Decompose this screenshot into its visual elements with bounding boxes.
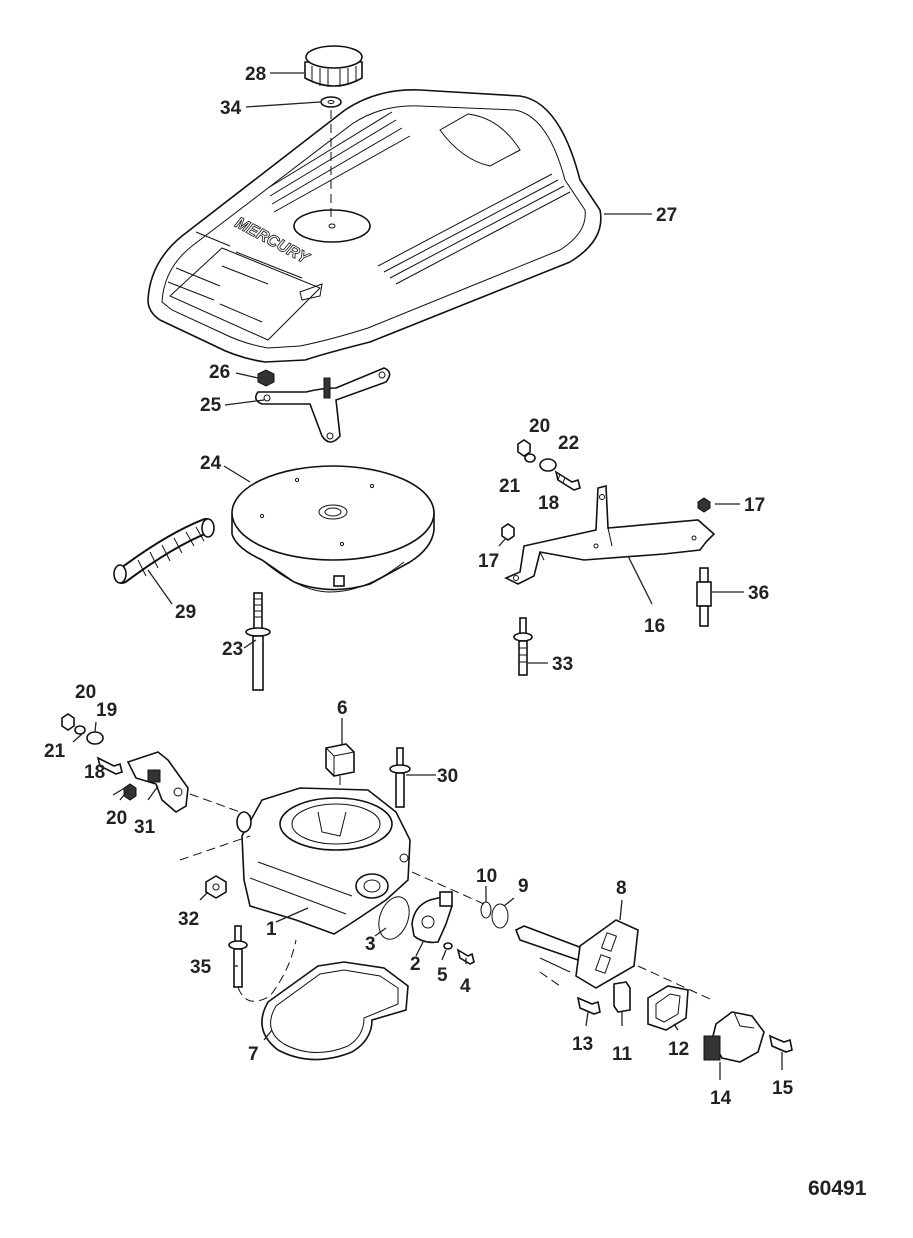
part-21-washer-upper bbox=[524, 453, 536, 463]
part-8-iac-body bbox=[514, 919, 639, 989]
part-4-screw bbox=[456, 948, 475, 965]
part-13-screw bbox=[576, 996, 601, 1015]
callout-17-right: 17 bbox=[744, 495, 765, 516]
part-23-stud bbox=[245, 592, 271, 691]
callout-20-lower: 20 bbox=[106, 808, 127, 829]
callout-23: 23 bbox=[222, 639, 243, 660]
part-2-position-sensor bbox=[411, 891, 453, 944]
callout-5: 5 bbox=[437, 965, 448, 986]
part-17-nut-left bbox=[501, 523, 515, 541]
leader-lines bbox=[72, 72, 783, 1080]
part-10-o-ring bbox=[480, 901, 492, 919]
callout-8: 8 bbox=[616, 878, 627, 899]
callout-21-upper: 21 bbox=[499, 476, 521, 497]
callout-4: 4 bbox=[460, 976, 471, 997]
callout-6: 6 bbox=[337, 698, 348, 719]
callout-30: 30 bbox=[437, 766, 458, 787]
callout-25: 25 bbox=[200, 395, 222, 416]
part-18-bolt-upper bbox=[554, 470, 581, 491]
callout-24: 24 bbox=[200, 453, 222, 474]
callout-18-left: 18 bbox=[84, 762, 105, 783]
callout-36: 36 bbox=[748, 583, 769, 604]
part-16-bracket bbox=[504, 484, 716, 585]
callout-19: 19 bbox=[96, 700, 117, 721]
callout-21-left: 21 bbox=[44, 741, 66, 762]
reference-number: 60491 bbox=[808, 1177, 867, 1200]
callout-27: 27 bbox=[656, 205, 677, 226]
part-29-hose bbox=[113, 518, 215, 584]
part-26-nut bbox=[257, 369, 275, 387]
part-24-air-cleaner bbox=[231, 465, 435, 593]
part-3-plate bbox=[378, 896, 410, 940]
part-7-gasket bbox=[261, 961, 409, 1061]
callout-labels: 28 34 27 26 25 24 29 23 20 22 21 18 17 1… bbox=[44, 64, 794, 1109]
callout-29: 29 bbox=[175, 602, 196, 623]
part-5-washer bbox=[443, 942, 453, 950]
callout-20-left: 20 bbox=[75, 682, 96, 703]
part-11-block bbox=[613, 981, 631, 1013]
part-14-actuator bbox=[703, 1011, 765, 1063]
part-27-engine-cover: MERCURY bbox=[147, 89, 602, 363]
callout-26: 26 bbox=[209, 362, 230, 383]
callout-28: 28 bbox=[245, 64, 266, 85]
callout-11: 11 bbox=[612, 1044, 633, 1065]
part-31-bracket bbox=[126, 751, 189, 813]
part-17-nut-right bbox=[697, 497, 711, 513]
part-34-washer bbox=[320, 96, 342, 108]
callout-22: 22 bbox=[558, 433, 579, 454]
part-32-nut bbox=[205, 875, 227, 899]
part-15-screw bbox=[768, 1034, 793, 1053]
callout-34: 34 bbox=[220, 98, 242, 119]
callout-20-upper: 20 bbox=[529, 416, 550, 437]
callout-14: 14 bbox=[710, 1088, 732, 1109]
callout-3: 3 bbox=[365, 934, 376, 955]
callout-33: 33 bbox=[552, 654, 573, 675]
callout-9: 9 bbox=[518, 876, 529, 897]
callout-7: 7 bbox=[248, 1044, 259, 1065]
callout-2: 2 bbox=[410, 954, 421, 975]
callout-35: 35 bbox=[190, 957, 212, 978]
part-30-stud bbox=[389, 747, 411, 808]
part-28-cap bbox=[304, 45, 363, 87]
part-20-nut-left bbox=[61, 713, 75, 731]
callout-16: 16 bbox=[644, 616, 665, 637]
part-36-standoff bbox=[696, 567, 712, 627]
callout-18-upper: 18 bbox=[538, 493, 559, 514]
part-1-throttle-body bbox=[236, 787, 411, 935]
part-19-spacer bbox=[86, 731, 104, 745]
part-25-bracket bbox=[254, 367, 391, 443]
part-20-nut-upper bbox=[517, 439, 531, 457]
part-12-gasket bbox=[647, 985, 689, 1031]
callout-1: 1 bbox=[266, 919, 277, 940]
part-22-spacer bbox=[539, 458, 557, 472]
part-33-stud bbox=[513, 617, 533, 676]
callout-31: 31 bbox=[134, 817, 156, 838]
callout-12: 12 bbox=[668, 1039, 689, 1060]
callout-10: 10 bbox=[476, 866, 497, 887]
callout-13: 13 bbox=[572, 1034, 593, 1055]
part-6-sensor bbox=[325, 743, 355, 777]
callout-17-left: 17 bbox=[478, 551, 499, 572]
part-9-o-ring bbox=[491, 903, 509, 929]
callout-32: 32 bbox=[178, 909, 199, 930]
part-35-stud bbox=[228, 925, 248, 988]
part-18-bolt-left bbox=[96, 756, 123, 775]
callout-15: 15 bbox=[772, 1078, 794, 1099]
part-21-washer-left bbox=[74, 725, 86, 735]
